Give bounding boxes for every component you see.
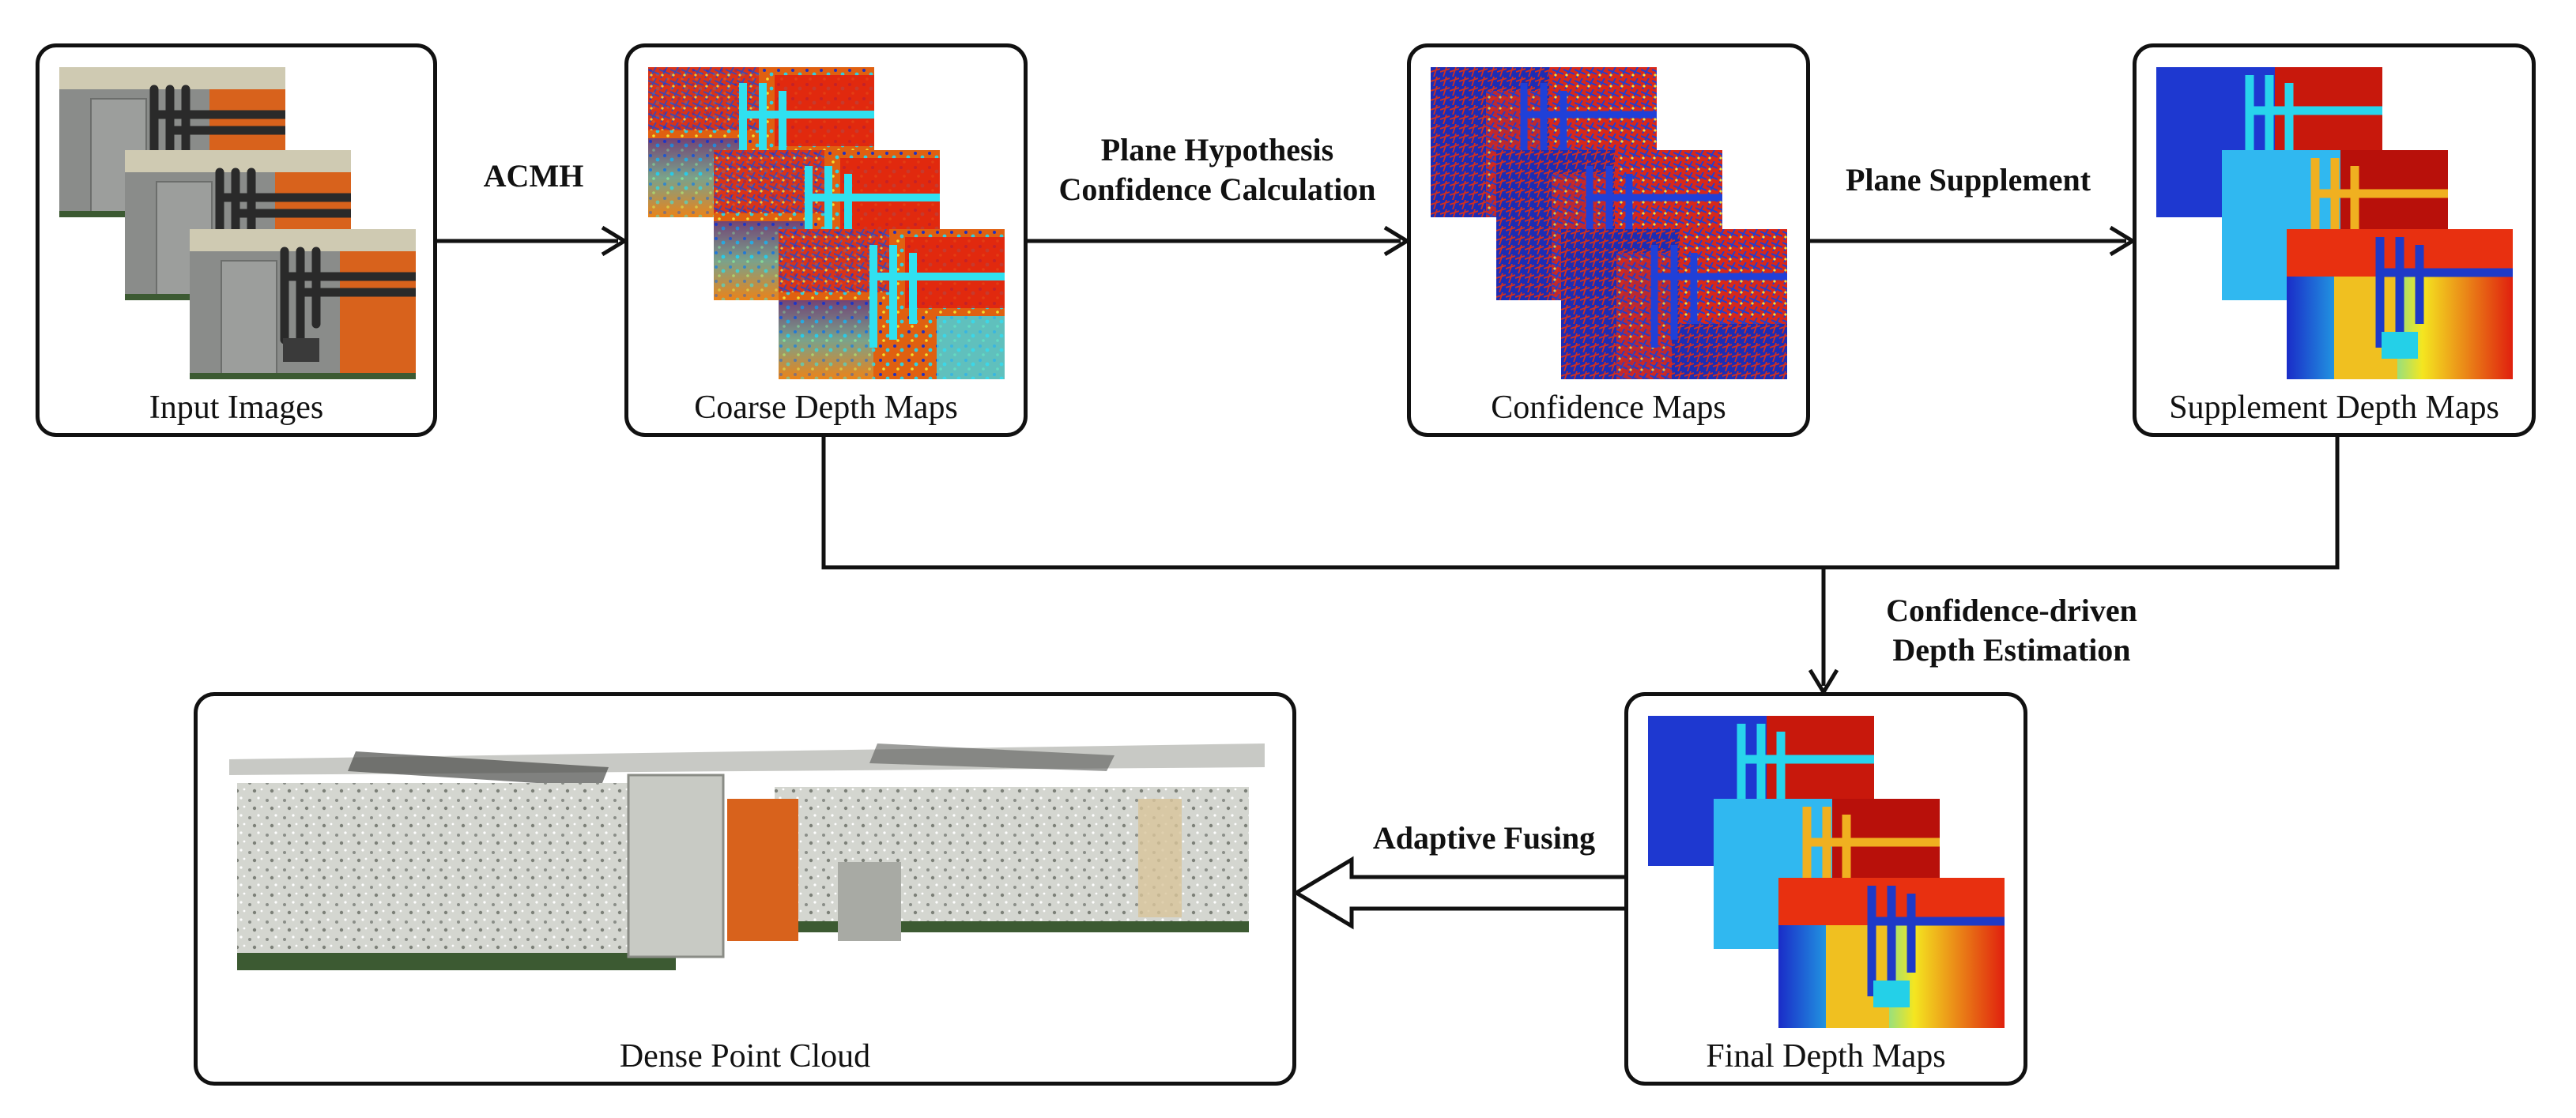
label-line: Plane Hypothesis <box>1100 132 1334 168</box>
node-caption: Input Images <box>149 390 324 426</box>
label-plane-supplement: Plane Supplement <box>1845 162 2091 198</box>
supplement-depth-3 <box>2287 229 2513 379</box>
label-line: Confidence Calculation <box>1058 171 1376 207</box>
node-caption: Dense Point Cloud <box>619 1038 871 1075</box>
node-confidence-maps: Confidence Maps <box>1407 43 1810 437</box>
node-caption: Confidence Maps <box>1491 390 1726 426</box>
merge-line <box>821 437 2340 570</box>
label-plane-hypothesis: Plane Hypothesis Confidence Calculation <box>1028 130 1407 209</box>
node-caption: Supplement Depth Maps <box>2169 390 2499 426</box>
node-coarse-depth-maps: Coarse Depth Maps <box>624 43 1028 437</box>
node-caption: Coarse Depth Maps <box>694 390 958 426</box>
label-line: Depth Estimation <box>1892 632 2131 668</box>
label-line: Confidence-driven <box>1886 593 2137 628</box>
label-confidence-driven: Confidence-driven Depth Estimation <box>1854 591 2170 670</box>
node-dense-point-cloud: Dense Point Cloud <box>194 692 1296 1086</box>
label-acmh: ACMH <box>483 158 584 194</box>
confidence-map-3 <box>1561 229 1787 379</box>
final-depth-3 <box>1778 878 2005 1028</box>
label-adaptive-fusing: Adaptive Fusing <box>1372 820 1596 856</box>
coarse-depth-3 <box>779 229 1005 379</box>
node-supplement-depth-maps: Supplement Depth Maps <box>2133 43 2536 437</box>
input-image-3 <box>190 229 416 379</box>
node-final-depth-maps: Final Depth Maps <box>1624 692 2027 1086</box>
point-cloud-render <box>229 743 1265 996</box>
node-caption: Final Depth Maps <box>1706 1038 1946 1075</box>
arrow-adaptive-fusing <box>1292 856 1624 930</box>
node-input-images: Input Images <box>36 43 437 437</box>
